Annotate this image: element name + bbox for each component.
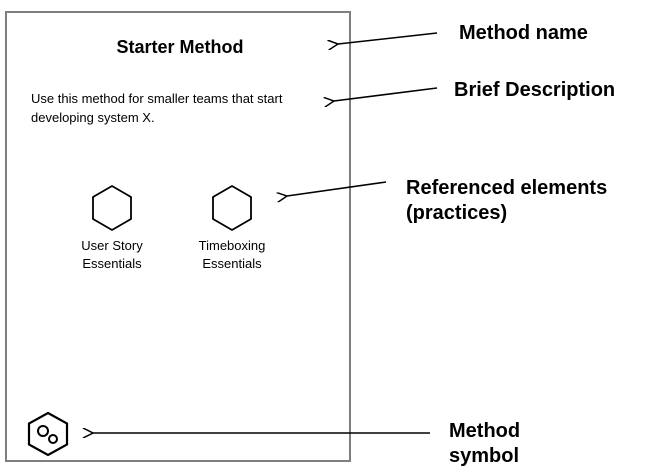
annotation-referenced-elements: Referenced elements (practices)	[406, 177, 608, 224]
practice-user-story-essentials: User Story Essentials	[57, 183, 167, 273]
method-symbol-icon	[27, 411, 69, 457]
annotation-brief-description: Brief Description	[454, 79, 616, 101]
annotation-method-symbol: Method symbol	[449, 420, 521, 467]
brief-description: Use this method for smaller teams that s…	[31, 91, 283, 125]
method-card: Starter Method Use this method for small…	[5, 11, 351, 462]
hexagon-icon	[92, 184, 132, 232]
hexagon-icon	[212, 184, 252, 232]
method-name: Starter Method	[116, 37, 244, 57]
arrow-referenced-elements	[287, 181, 387, 196]
practice-label: User Story Essentials	[81, 238, 143, 271]
annotation-method-name: Method name	[459, 22, 588, 44]
arrow-method-name	[338, 32, 438, 44]
method-symbol	[25, 411, 71, 462]
practice-timeboxing-essentials: Timeboxing Essentials	[177, 183, 287, 273]
arrow-brief-description	[334, 87, 438, 101]
practice-label: Timeboxing Essentials	[198, 238, 266, 271]
